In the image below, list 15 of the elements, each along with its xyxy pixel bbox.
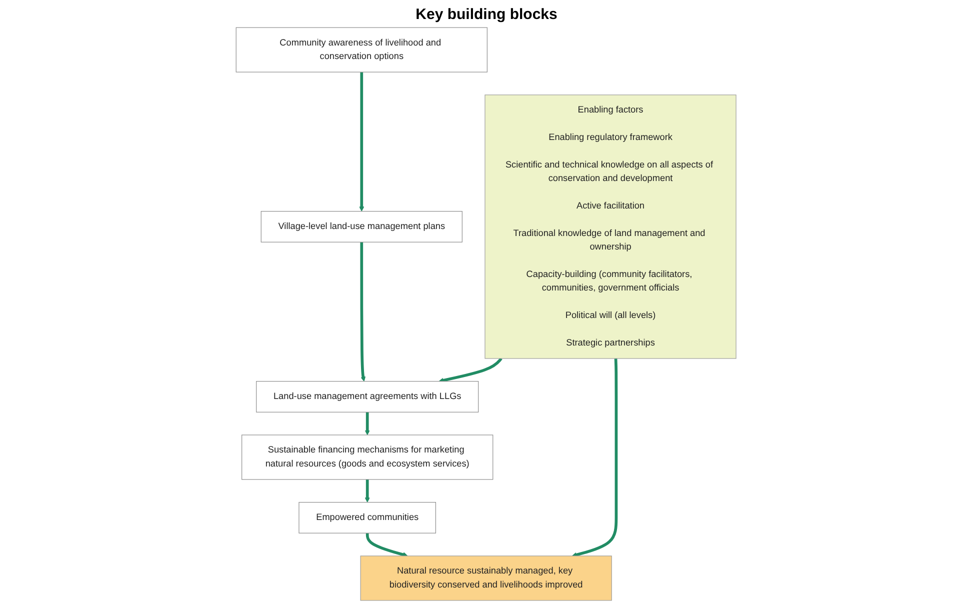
node-box: Enabling factors Enabling regulatory framework Scientific and technical knowledge on all aspects of conservation and development Active facilitation Traditional knowledge of land management and ownership Capacity-building (community facilitators, communities, government officials Political will (all levels) Strategic partnerships (485, 94, 737, 359)
arrow (360, 242, 366, 382)
node-box: Empowered communities (299, 502, 436, 534)
node-box: Natural resource sustainably managed, key biodiversity conserved and livelihoods improved (360, 556, 612, 601)
arrow (365, 479, 370, 503)
arrow (439, 358, 503, 383)
arrow (572, 358, 618, 558)
column-heading: Key building blocks (416, 6, 558, 23)
node-box: Sustainable financing mechanisms for marketing natural resources (goods and ecosystem services) (242, 434, 494, 480)
node-box: Community awareness of livelihood and conservation options (236, 27, 488, 72)
arrow (366, 533, 408, 558)
arrow (360, 72, 365, 212)
node-box: Land-use management agreements with LLGs (256, 381, 480, 412)
node-box: Village-level land-use management plans (261, 211, 463, 242)
arrow (365, 412, 370, 436)
